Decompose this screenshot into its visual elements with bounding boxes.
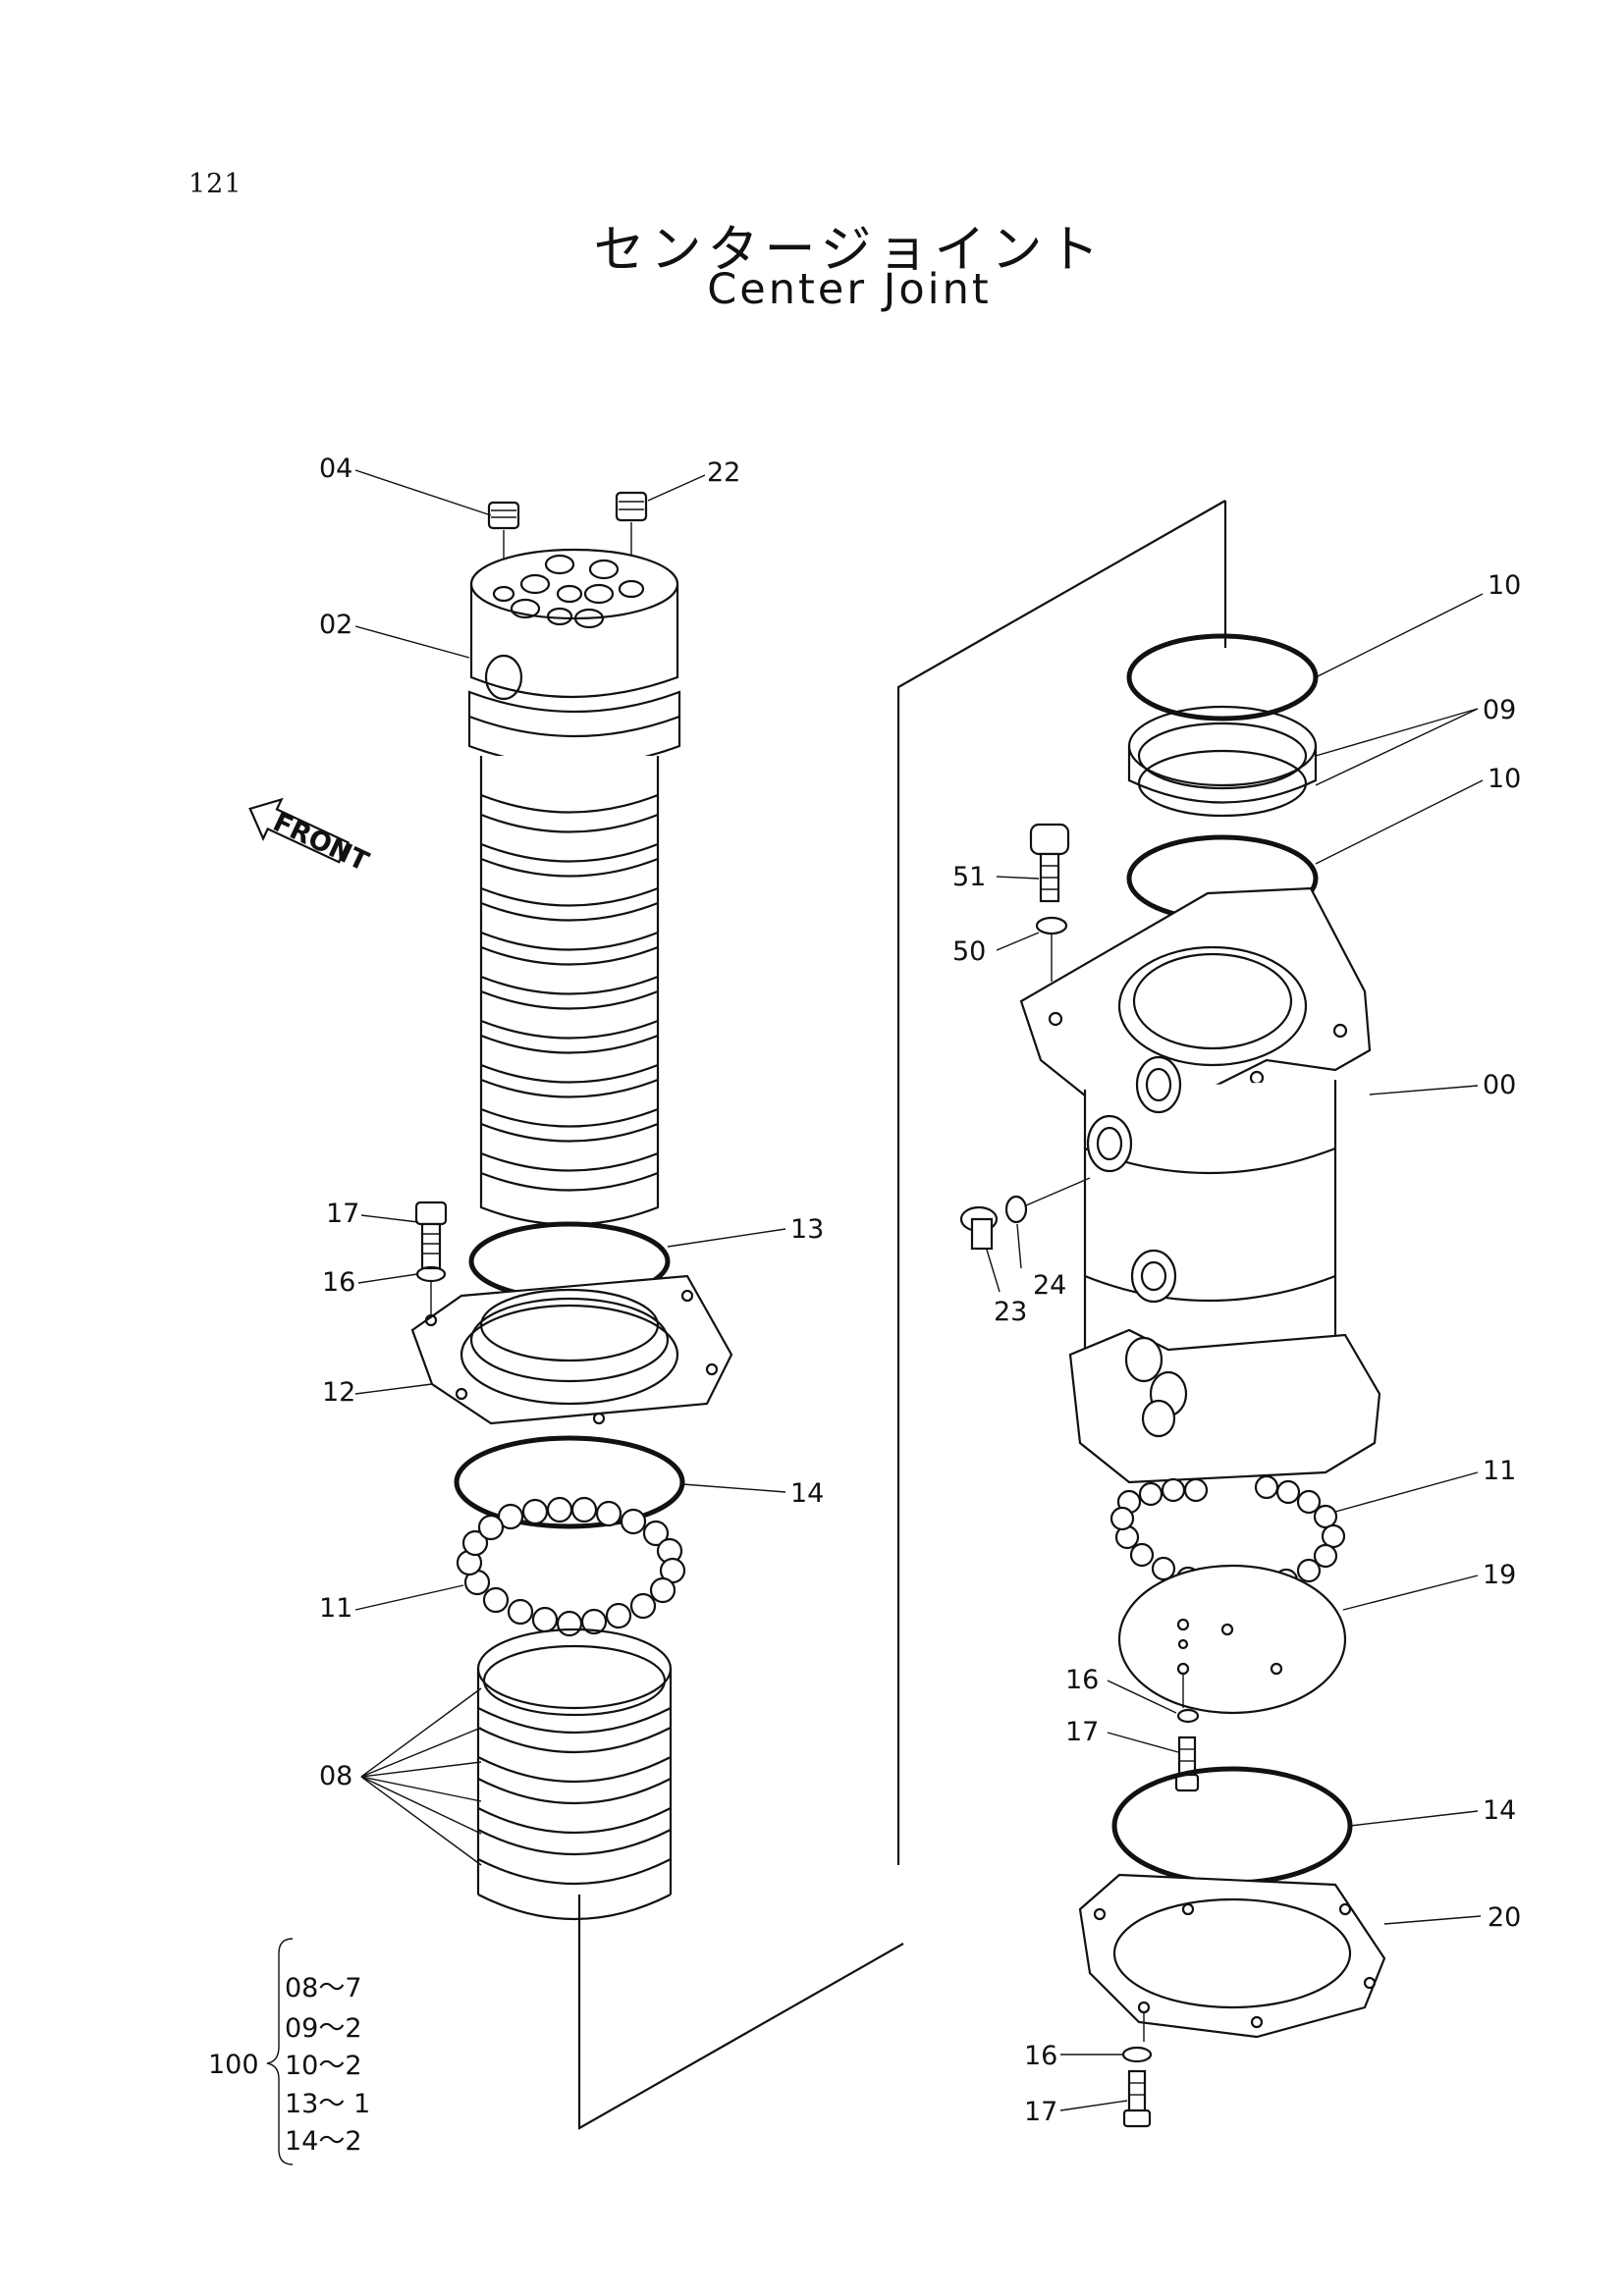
cover-20 [1078,1873,1386,2042]
callout-02: 02 [319,610,352,640]
callout-17-left: 17 [326,1199,359,1229]
bolt-17-left [414,1201,448,1270]
callout-17-right-upper: 17 [1065,1717,1099,1747]
callout-12: 12 [322,1377,355,1408]
steel-balls-11-left [456,1496,686,1637]
callout-14-left: 14 [790,1478,824,1509]
plug-22 [615,491,648,589]
leader-lines [354,469,1484,2111]
callout-51: 51 [952,862,986,892]
title-japanese: センタージョイント [593,221,1106,280]
callout-23: 23 [994,1297,1027,1327]
callout-22: 22 [707,457,740,488]
backup-rings-09 [1127,705,1318,818]
callout-17-right-lower: 17 [1024,2097,1057,2127]
o-ring-24 [1004,1195,1028,1224]
assembly-boundary-lines [577,500,1227,2130]
kit-list: 100 08～7 09～2 10～2 13～ 1 14～2 [208,1938,370,2165]
cover-12 [410,1274,733,1425]
callout-14-right: 14 [1483,1795,1516,1826]
callout-20: 20 [1488,1902,1521,1933]
callout-10-lower: 10 [1488,764,1521,794]
callout-19: 19 [1483,1560,1516,1590]
body-00 [1019,886,1381,1484]
bolt-17-right-upper [1174,1735,1200,1792]
callout-11-right: 11 [1483,1456,1516,1486]
plug-23 [959,1205,999,1251]
plate-19 [1117,1564,1347,1715]
callout-10-upper: 10 [1488,570,1521,601]
kit-item: 14～2 [285,2126,362,2157]
o-ring-14-left [454,1435,685,1529]
spindle-part [467,491,681,1226]
washer-16-right-lower [1121,2046,1153,2063]
bolt-51 [1029,823,1070,903]
kit-item: 10～2 [285,2051,362,2081]
callout-08: 08 [319,1761,352,1791]
kit-item: 09～2 [285,2013,362,2044]
callout-13: 13 [790,1214,824,1245]
callout-16-left: 16 [322,1267,355,1298]
bolt-17-right-lower [1122,2069,1152,2128]
callout-09: 09 [1483,695,1516,725]
kit-number: 100 [208,2050,259,2080]
callout-16-right-lower: 16 [1024,2041,1057,2071]
callout-11-left: 11 [319,1593,352,1624]
title-english: Center Joint [707,265,992,314]
plug-04 [487,501,520,589]
front-label: FRONT [268,807,373,878]
kit-item: 08～7 [285,1973,362,2003]
front-arrow-icon: FRONT [248,797,373,878]
callout-labels: 04 22 02 17 16 12 13 14 11 08 10 09 10 5… [319,454,1521,2127]
callout-16-right-upper: 16 [1065,1665,1099,1695]
kit-item: 13～ 1 [285,2089,370,2119]
callout-24: 24 [1033,1270,1066,1301]
callout-00: 00 [1483,1070,1516,1100]
page-number: 121 [189,169,243,199]
washer-16-right-upper [1176,1708,1200,1724]
o-ring-14-right [1111,1766,1353,1886]
seal-rings-08 [476,1628,673,1920]
callout-04: 04 [319,454,352,484]
callout-50: 50 [952,936,986,967]
washer-50 [1035,916,1068,935]
